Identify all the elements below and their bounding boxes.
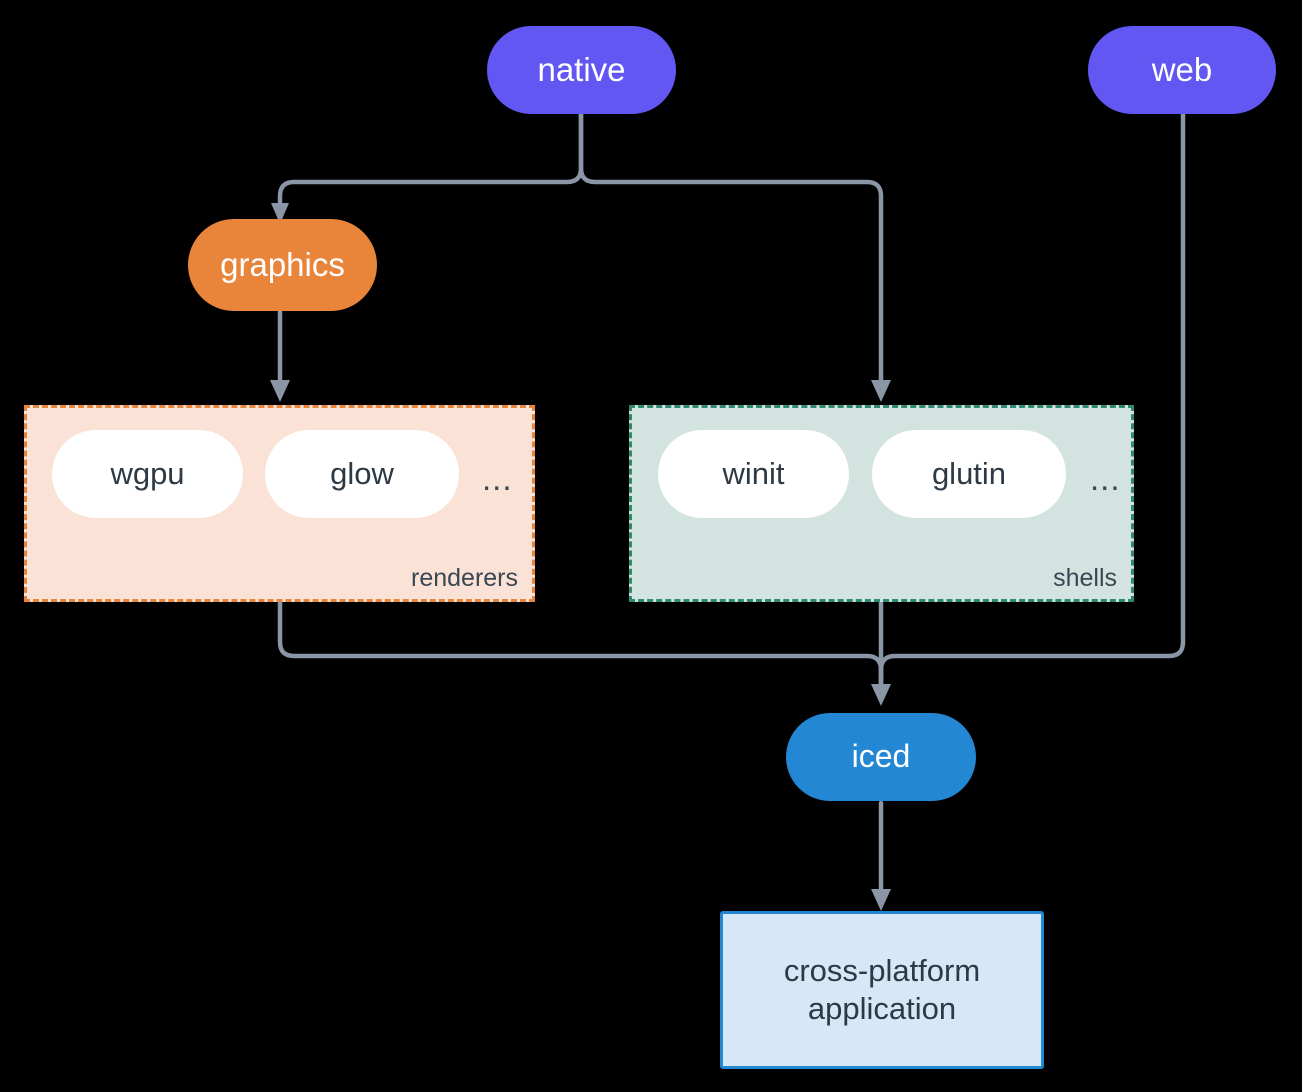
edge-arrowhead-iced	[871, 684, 891, 706]
cluster-renderers-title: renderers	[411, 564, 518, 592]
cluster-shells: winit glutin ... shells	[629, 405, 1134, 602]
node-graphics-label: graphics	[220, 245, 345, 283]
node-wgpu[interactable]: wgpu	[52, 430, 243, 518]
node-web-label: web	[1151, 50, 1213, 88]
node-glutin-label: glutin	[931, 456, 1007, 492]
node-iced-label: iced	[851, 738, 911, 775]
shells-overflow-ellipsis: ...	[1090, 460, 1121, 497]
node-glutin[interactable]: glutin	[872, 430, 1066, 518]
node-native[interactable]: native	[487, 26, 676, 114]
node-glow[interactable]: glow	[265, 430, 459, 518]
node-wgpu-label: wgpu	[110, 456, 185, 492]
node-iced[interactable]: iced	[786, 713, 976, 801]
node-graphics[interactable]: graphics	[188, 219, 377, 311]
edge-renderers-to-iced	[277, 599, 884, 693]
node-winit[interactable]: winit	[658, 430, 849, 518]
node-web[interactable]: web	[1088, 26, 1276, 114]
edge-web-to-iced	[878, 110, 1186, 693]
renderers-overflow-ellipsis: ...	[482, 460, 513, 497]
edge-graphics-to-renderers	[270, 309, 290, 402]
node-glow-label: glow	[330, 456, 394, 492]
edge-native-to-graphics	[271, 110, 584, 224]
edge-native-to-shells	[578, 110, 891, 402]
edge-iced-to-application	[871, 800, 891, 911]
node-application-label: cross-platform application	[783, 953, 981, 1026]
cluster-shells-title: shells	[1053, 564, 1117, 592]
node-native-label: native	[537, 50, 626, 88]
node-winit-label: winit	[722, 456, 785, 492]
node-cross-platform-application[interactable]: cross-platform application	[720, 911, 1044, 1069]
cluster-renderers: wgpu glow ... renderers	[24, 405, 535, 602]
